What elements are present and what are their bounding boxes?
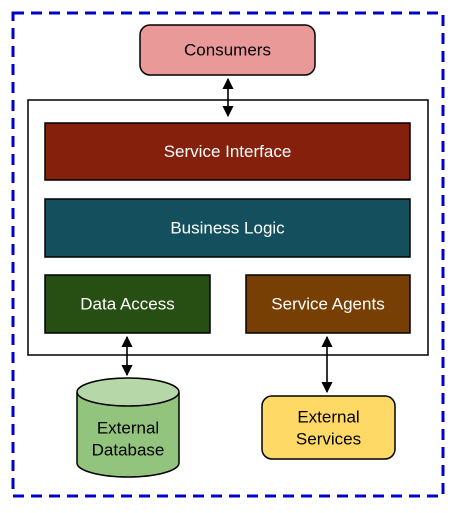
consumers-box	[139, 24, 316, 76]
service-agents-node: Service Agents	[245, 274, 411, 334]
external-database-label-line-2: Database	[92, 441, 165, 460]
business-logic-label: Business Logic	[170, 219, 285, 238]
business-logic-box	[44, 198, 411, 258]
consumers-label: Consumers	[184, 41, 271, 60]
external-database-node: External Database	[76, 377, 180, 478]
external-services-label-line-1: External	[297, 408, 359, 427]
business-logic-node: Business Logic	[44, 198, 411, 258]
service-interface-node: Service Interface	[44, 122, 411, 181]
data-access-box	[44, 274, 211, 334]
service-agents-label: Service Agents	[271, 295, 384, 314]
data-access-node: Data Access	[44, 274, 211, 334]
data-access-label: Data Access	[80, 295, 175, 314]
service-interface-label: Service Interface	[164, 142, 292, 161]
external-services-label-line-2: Services	[296, 430, 361, 449]
external-services-box	[261, 395, 396, 460]
external-database-cylinder-top	[76, 377, 180, 407]
consumers-node: Consumers	[139, 24, 316, 76]
outer-dashed-boundary	[11, 11, 445, 498]
external-services-node: External Services	[261, 395, 396, 460]
service-interface-box	[44, 122, 411, 181]
external-database-cylinder-body	[76, 392, 180, 478]
service-agents-box	[245, 274, 411, 334]
external-database-label-line-1: External	[97, 419, 159, 438]
